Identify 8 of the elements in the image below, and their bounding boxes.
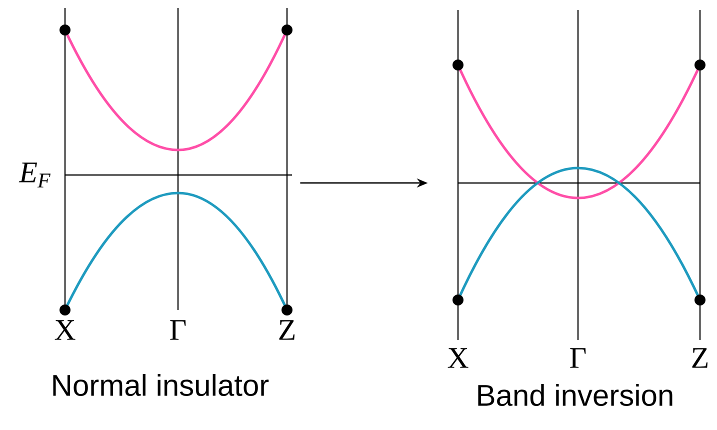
axis-label: Γ — [570, 348, 586, 368]
node-label: Normal insulator — [53, 374, 269, 396]
node-label: Band inversion — [478, 384, 672, 406]
axis-label: Z — [692, 348, 708, 368]
axis-label: Γ — [170, 320, 186, 340]
axis-label: Z — [279, 320, 295, 340]
axis-label: X — [54, 320, 76, 340]
axis-label: X — [448, 348, 468, 368]
